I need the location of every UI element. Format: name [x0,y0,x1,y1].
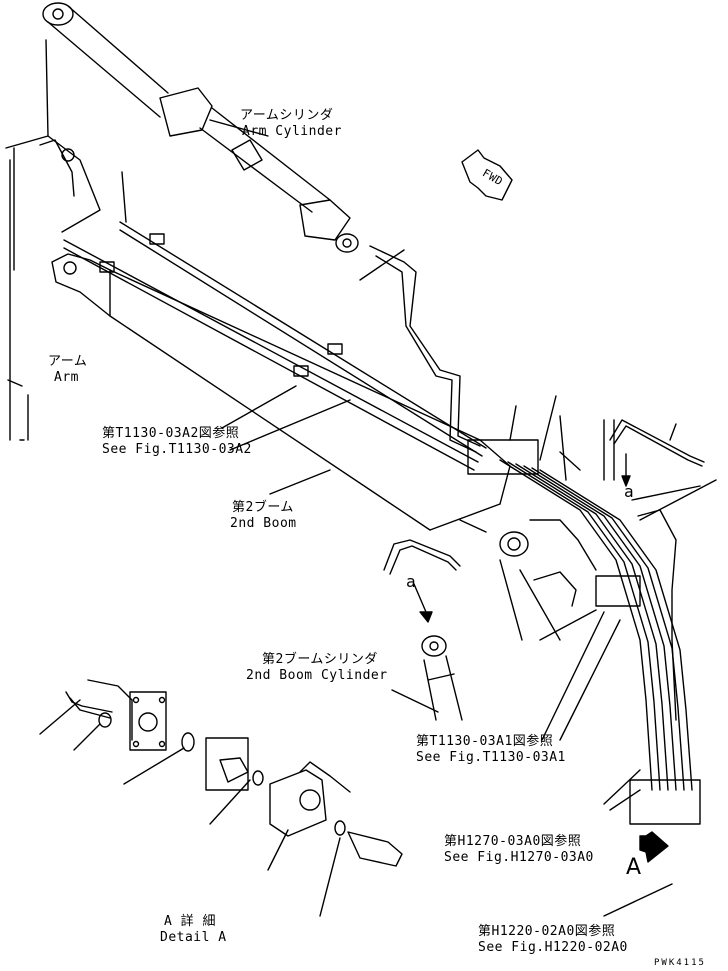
second-boom-cylinder-label-en: 2nd Boom Cylinder [246,668,388,683]
callout-a-upper: a [624,482,635,501]
arm-label-en: Arm [54,370,79,385]
pipe-bundle [467,415,701,825]
fwd-arrow [461,149,513,201]
detail-a-label-jp: A 詳 細 [164,914,216,929]
arm-cylinder [42,2,359,253]
ref-t1130-03a2-en: See Fig.T1130-03A2 [102,442,252,457]
second-boom-cylinder-label-jp: 第2ブームシリンダ [262,652,378,667]
boom-pivot [499,519,597,641]
view-a-arrow [639,831,669,863]
ref-h1270-03a0-jp: 第H1270-03A0図参照 [444,834,582,849]
ref-t1130-03a2-jp: 第T1130-03A2図参照 [102,426,240,441]
arm-structure [5,135,101,441]
ref-t1130-03a1-jp: 第T1130-03A1図参照 [416,734,554,749]
boom-cylinder-pipe [383,539,463,721]
second-boom-structure [51,253,511,531]
detail-a [65,679,403,867]
ref-h1220-02a0-en: See Fig.H1220-02A0 [478,940,628,955]
callout-a-middle: a [406,572,417,591]
leader-lines [39,39,717,917]
ref-h1220-02a0-jp: 第H1220-02A0図参照 [478,924,616,939]
arm-label-jp: アーム [48,354,88,369]
upper-right-pipe [609,419,705,721]
detail-a-label-en: Detail A [160,930,227,945]
second-boom-label-en: 2nd Boom [230,516,297,531]
view-a-label: A [626,855,642,880]
second-boom-label-jp: 第2ブーム [232,500,294,515]
ref-t1130-03a1-en: See Fig.T1130-03A1 [416,750,566,765]
ref-h1270-03a0-en: See Fig.H1270-03A0 [444,850,594,865]
arm-cylinder-label-en: Arm Cylinder [242,124,342,139]
arm-side-piping [63,221,487,471]
drawing-code: PWK4115 [654,958,706,968]
arm-cylinder-label-jp: アームシリンダ [240,108,334,123]
